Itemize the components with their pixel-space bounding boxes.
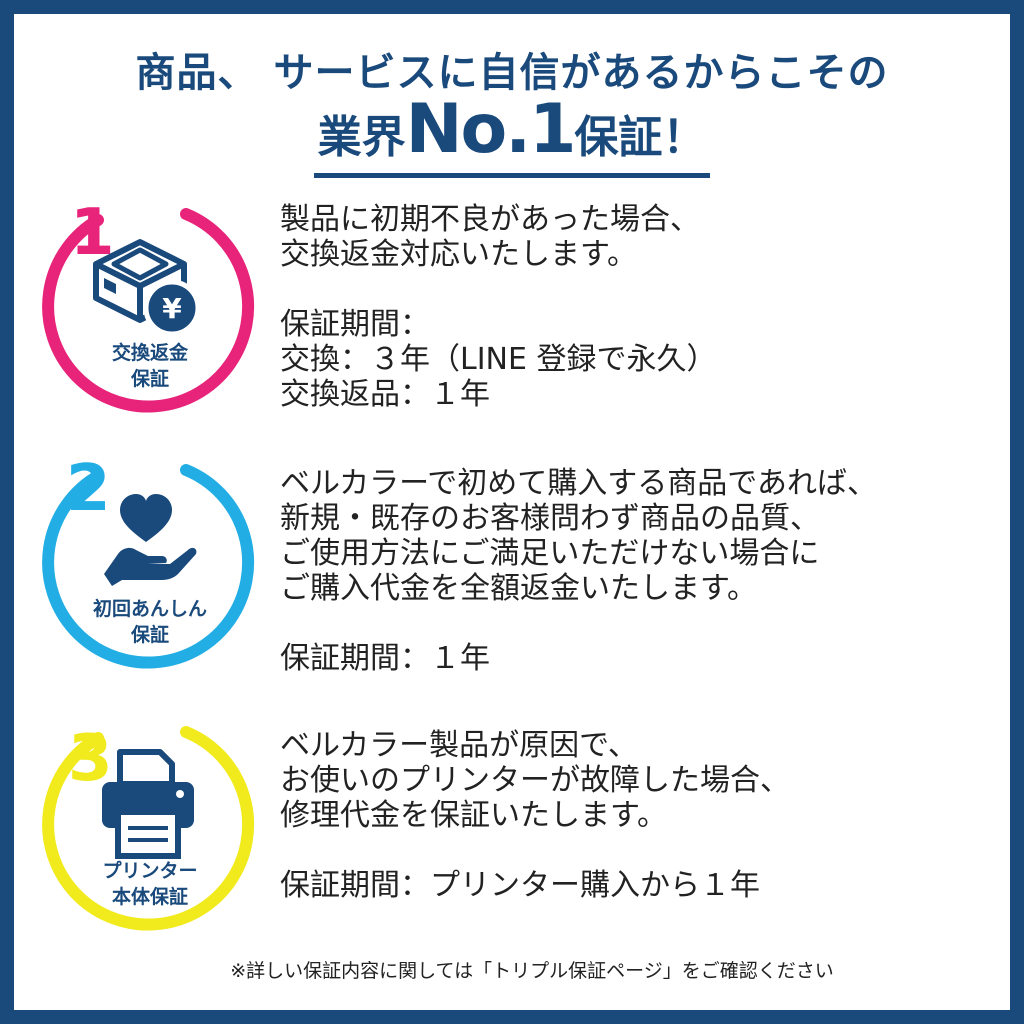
guarantee-1-period-line: 交換返品：１年 (280, 377, 490, 412)
spacer (280, 606, 1000, 641)
badge-number-2: 2 (66, 452, 111, 526)
badge-label-2-line1: 初回あんしん (92, 598, 207, 620)
guarantee-text-3: ベルカラー製品が原因で、 お使いのプリンターが故障した場合、 修理代金を保証いた… (280, 728, 1000, 903)
guarantee-1-text-line: 製品に初期不良があった場合、 (280, 202, 700, 237)
headline-underline: 業界No.1保証！ (313, 90, 711, 178)
footnote: ※詳しい保証内容に関しては「トリプル保証ページ」をご確認ください (230, 960, 834, 982)
guarantee-badge-3: 3 プリンター 本体保証 (36, 712, 264, 940)
badge-label-3-line2: 本体保証 (111, 886, 188, 908)
headline-no1: No.1 (405, 90, 577, 169)
guarantee-2-text-line: ベルカラーで初めて購入する商品であれば、 (280, 466, 877, 501)
badge-label-1-line2: 保証 (130, 368, 169, 390)
guarantee-1-period-line: 保証期間： (280, 307, 430, 342)
guarantee-text-2: ベルカラーで初めて購入する商品であれば、 新規・既存のお客様問わず商品の品質、 … (280, 466, 1000, 676)
badge-label-1-line1: 交換返金 (111, 342, 188, 364)
badge-label-3-line1: プリンター (102, 860, 198, 882)
heart-hand-icon (104, 494, 197, 586)
guarantee-text-1: 製品に初期不良があった場合、 交換返金対応いたします。 保証期間： 交換：３年（… (280, 202, 1000, 412)
guarantee-badge-1: 1 ¥ 交換返金 保証 (36, 194, 264, 422)
guarantee-3-text-line: お使いのプリンターが故障した場合、 (280, 763, 790, 798)
badge-label-2: 初回あんしん 保証 (60, 596, 240, 648)
badge-ring-3: 3 (42, 722, 255, 931)
badge-label-1: 交換返金 保証 (60, 340, 240, 392)
spacer (280, 833, 1000, 868)
guarantee-2-period-line: 保証期間：１年 (280, 641, 490, 676)
svg-text:¥: ¥ (162, 292, 182, 325)
badge-number-3: 3 (68, 722, 113, 796)
header-tagline: 商品、 サービスに自信があるからこその (135, 50, 889, 96)
badge-label-2-line2: 保証 (130, 624, 169, 646)
guarantee-1-text-line: 交換返金対応いたします。 (280, 237, 637, 272)
box-yen-icon: ¥ (93, 239, 201, 337)
guarantee-3-text-line: 修理代金を保証いたします。 (280, 798, 667, 833)
badge-ring-2: 2 (42, 452, 255, 669)
guarantee-2-text-line: ご使用方法にご満足いただけない場合に (280, 536, 820, 571)
printer-icon (102, 749, 194, 859)
guarantee-3-text-line: ベルカラー製品が原因で、 (280, 728, 638, 763)
guarantee-badge-2: 2 初回あんしん 保証 (36, 450, 264, 678)
headline-prefix: 業界 (317, 112, 406, 163)
headline-suffix: 保証！ (574, 112, 707, 163)
header-headline: 業界No.1保証！ (0, 90, 1024, 178)
guarantee-2-text-line: ご購入代金を全額返金いたします。 (280, 571, 757, 606)
guarantee-3-period-line: 保証期間：プリンター購入から１年 (280, 868, 760, 903)
guarantee-1-period-line: 交換：３年（LINE 登録で永久） (280, 342, 717, 377)
badge-label-3: プリンター 本体保証 (60, 858, 240, 910)
guarantee-2-text-line: 新規・既存のお客様問わず商品の品質、 (280, 501, 820, 536)
spacer (280, 272, 1000, 307)
